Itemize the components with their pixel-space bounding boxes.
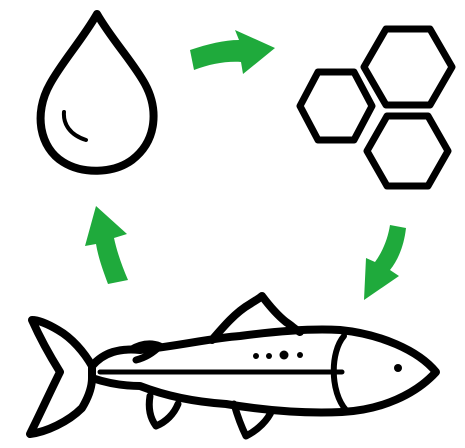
fish-anal-fin <box>149 396 178 426</box>
fish-spot <box>280 351 289 360</box>
water-drop-icon <box>41 14 154 171</box>
hexagon-top <box>364 29 452 105</box>
arrow-up-icon <box>85 206 128 284</box>
fish-spot <box>266 353 272 359</box>
water-drop-outline <box>41 14 154 171</box>
hexagon-bottom <box>367 116 448 186</box>
fish-spot <box>253 353 259 359</box>
arrow-up-shape <box>85 206 128 284</box>
arrow-right-shape <box>190 30 275 74</box>
fish-tail-fin <box>30 320 92 434</box>
water-drop-highlight <box>64 112 86 140</box>
fish-eye <box>394 364 402 372</box>
fish-spot <box>297 352 303 358</box>
arrow-right-icon <box>190 30 275 74</box>
hexagon-left <box>300 72 372 140</box>
arrow-down-left-icon <box>364 225 406 300</box>
arrow-down-left-shape <box>364 225 406 300</box>
hexagon-cluster-icon <box>300 29 452 186</box>
salmon-fish-icon <box>30 296 436 436</box>
